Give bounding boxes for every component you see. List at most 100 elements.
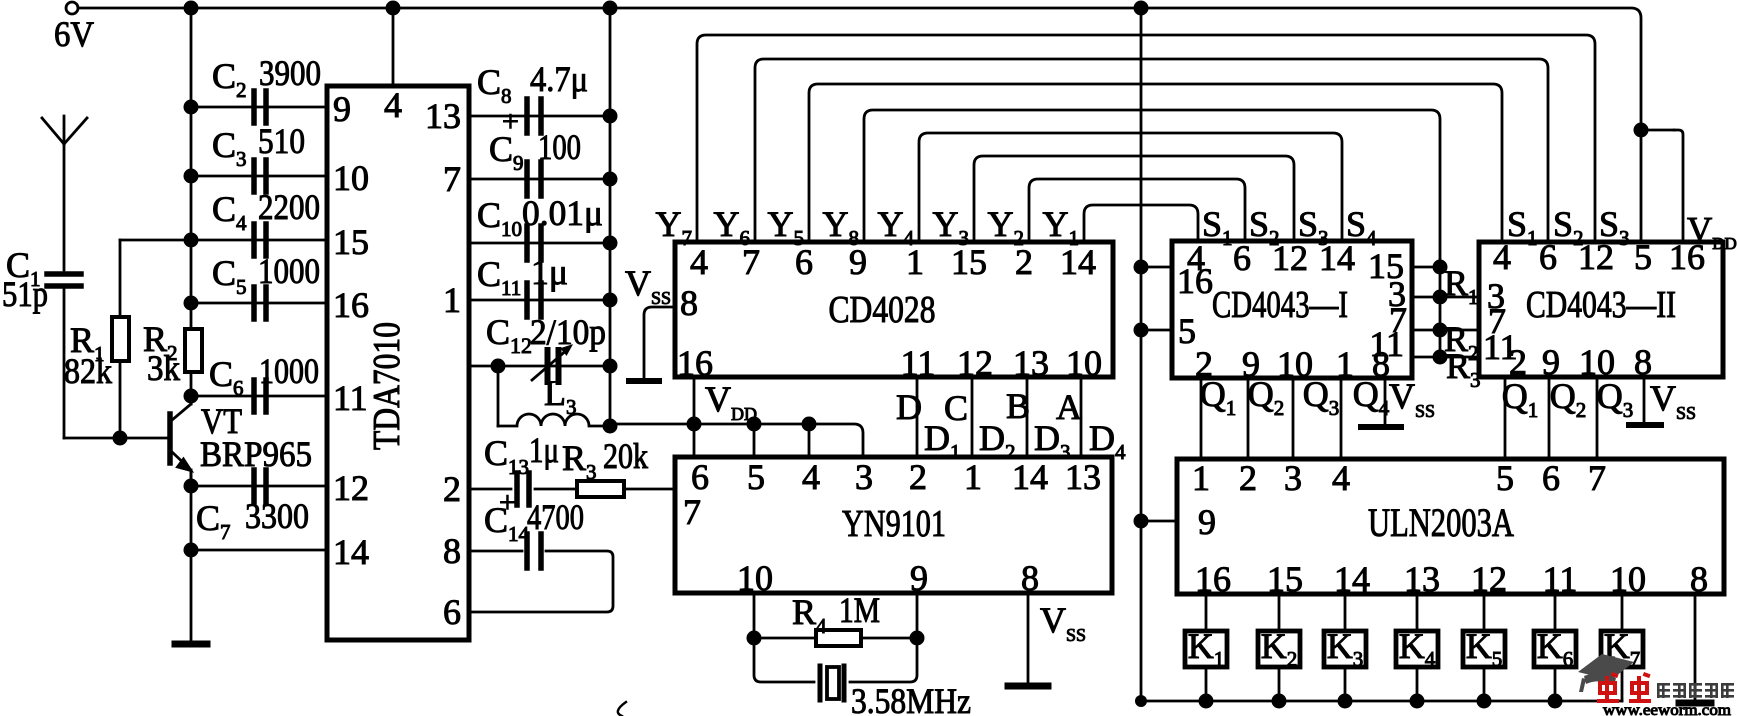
svg-text:1μ: 1μ <box>529 430 559 470</box>
svg-text:15: 15 <box>1368 246 1404 286</box>
svg-text:11: 11 <box>1543 559 1578 599</box>
svg-text:2: 2 <box>1239 458 1257 498</box>
svg-text:14: 14 <box>1012 457 1048 497</box>
svg-text:2/10p: 2/10p <box>530 312 606 352</box>
svg-text:12: 12 <box>1578 237 1614 277</box>
svg-text:1μ: 1μ <box>531 252 568 292</box>
svg-text:9: 9 <box>1198 502 1216 542</box>
svg-text:1000: 1000 <box>259 351 319 391</box>
svg-text:6V: 6V <box>54 14 94 54</box>
svg-text:2: 2 <box>1015 242 1033 282</box>
svg-text:10: 10 <box>1277 344 1313 384</box>
svg-text:S1: S1 <box>1507 204 1538 250</box>
svg-text:0.01μ: 0.01μ <box>522 193 603 233</box>
svg-text:C6: C6 <box>209 354 244 400</box>
svg-text:2: 2 <box>443 469 461 509</box>
svg-text:4: 4 <box>384 85 402 125</box>
svg-text:7: 7 <box>1389 300 1407 340</box>
svg-text:3: 3 <box>1284 458 1302 498</box>
svg-text:CD4043—II: CD4043—II <box>1526 284 1676 326</box>
svg-text:1000: 1000 <box>258 251 320 291</box>
svg-text:2: 2 <box>1509 342 1527 382</box>
svg-text:4: 4 <box>690 242 708 282</box>
svg-text:3: 3 <box>1388 274 1406 314</box>
svg-text:8: 8 <box>1690 559 1708 599</box>
svg-text:9: 9 <box>1542 342 1560 382</box>
svg-text:3300: 3300 <box>245 496 309 536</box>
svg-text:12: 12 <box>1471 559 1507 599</box>
svg-text:6: 6 <box>691 457 709 497</box>
svg-text:6: 6 <box>1542 458 1560 498</box>
svg-text:C7: C7 <box>196 498 231 544</box>
svg-text:12: 12 <box>957 343 993 383</box>
svg-text:10: 10 <box>333 158 369 198</box>
svg-text:16: 16 <box>677 343 713 383</box>
svg-text:S3: S3 <box>1298 204 1329 250</box>
svg-text:10: 10 <box>1579 342 1615 382</box>
svg-text:14: 14 <box>333 532 369 572</box>
svg-text:1: 1 <box>1336 344 1354 384</box>
svg-text:1: 1 <box>1192 458 1210 498</box>
svg-text:5: 5 <box>747 457 765 497</box>
svg-text:5: 5 <box>1178 311 1196 351</box>
svg-text:8: 8 <box>1372 344 1390 384</box>
svg-text:13: 13 <box>1065 457 1101 497</box>
svg-text:14: 14 <box>1060 242 1096 282</box>
svg-text:8: 8 <box>443 531 461 571</box>
svg-text:A: A <box>1056 387 1082 427</box>
svg-text:5: 5 <box>1496 458 1514 498</box>
svg-text:12: 12 <box>333 468 369 508</box>
svg-text:CD4028: CD4028 <box>829 289 936 331</box>
svg-text:Y5: Y5 <box>768 204 805 250</box>
svg-text:6: 6 <box>1233 238 1251 278</box>
svg-text:C: C <box>944 388 968 428</box>
svg-text:C5: C5 <box>212 253 247 299</box>
svg-text:D3: D3 <box>1034 418 1071 464</box>
svg-text:9: 9 <box>333 89 351 129</box>
svg-text:K3: K3 <box>1327 626 1364 671</box>
svg-text:11: 11 <box>901 343 936 383</box>
svg-text:4.7μ: 4.7μ <box>530 59 588 99</box>
svg-text:9: 9 <box>910 558 928 598</box>
svg-text:6: 6 <box>795 242 813 282</box>
svg-text:1: 1 <box>906 242 924 282</box>
svg-text:7: 7 <box>443 159 461 199</box>
svg-text:13: 13 <box>1013 343 1049 383</box>
svg-text:14: 14 <box>1319 238 1355 278</box>
svg-text:82k: 82k <box>64 351 112 391</box>
svg-text:3900: 3900 <box>259 53 321 93</box>
svg-text:CD4043—I: CD4043—I <box>1212 284 1348 326</box>
svg-text:15: 15 <box>333 222 369 262</box>
svg-text:12: 12 <box>1272 238 1308 278</box>
svg-text:YN9101: YN9101 <box>842 503 946 545</box>
svg-text:100: 100 <box>538 127 581 167</box>
svg-text:C11: C11 <box>477 254 521 300</box>
svg-text:16: 16 <box>1177 261 1213 301</box>
svg-text:4700: 4700 <box>527 497 584 537</box>
svg-text:R2: R2 <box>1444 319 1479 365</box>
svg-text:8: 8 <box>680 283 698 323</box>
svg-text:D: D <box>896 387 922 427</box>
svg-text:11: 11 <box>1483 327 1518 367</box>
svg-text:1: 1 <box>443 280 461 320</box>
svg-text:+: + <box>502 105 519 138</box>
svg-text:6: 6 <box>1539 237 1557 277</box>
svg-text:B: B <box>1006 386 1030 426</box>
svg-text:16: 16 <box>333 285 369 325</box>
svg-text:15: 15 <box>951 242 987 282</box>
svg-text:Q3: Q3 <box>1597 376 1634 422</box>
svg-text:BRP965: BRP965 <box>200 434 312 474</box>
svg-text:2: 2 <box>909 457 927 497</box>
svg-text:8: 8 <box>1634 342 1652 382</box>
svg-text:13: 13 <box>1404 559 1440 599</box>
svg-text:8: 8 <box>1021 558 1039 598</box>
svg-text:3: 3 <box>1487 276 1505 316</box>
svg-text:4: 4 <box>1493 237 1511 277</box>
svg-text:1: 1 <box>964 457 982 497</box>
svg-text:ULN2003A: ULN2003A <box>1368 500 1514 545</box>
svg-text:10: 10 <box>1066 343 1102 383</box>
svg-text:C12: C12 <box>486 312 532 358</box>
svg-text:11: 11 <box>333 378 368 418</box>
svg-text:13: 13 <box>425 96 461 136</box>
svg-text:15: 15 <box>1267 559 1303 599</box>
